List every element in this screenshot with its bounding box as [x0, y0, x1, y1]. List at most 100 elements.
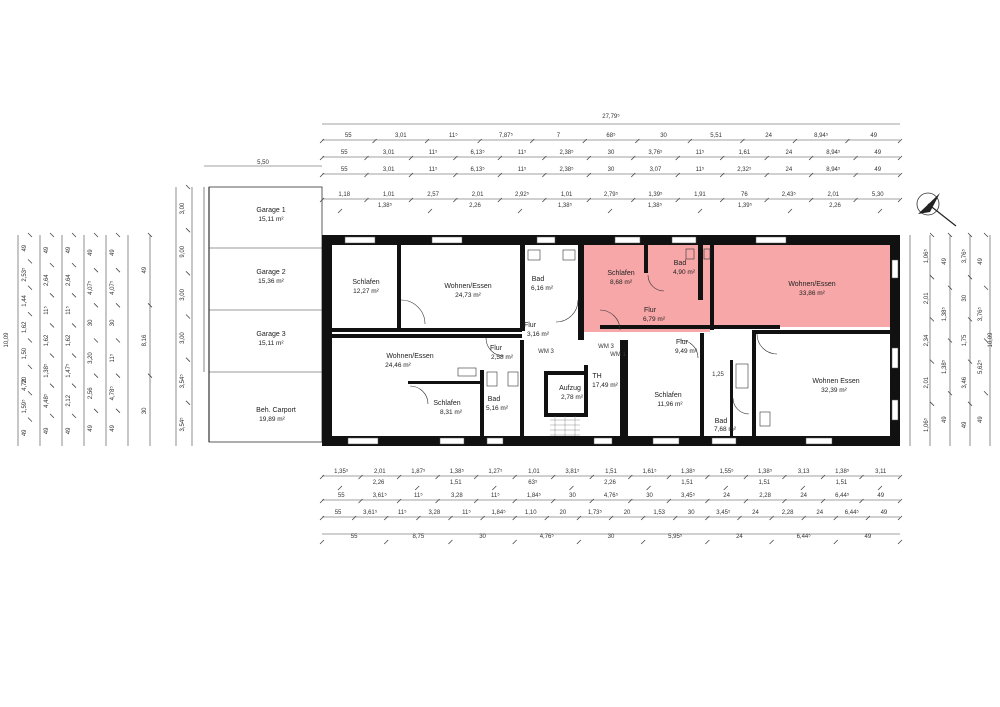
- dimension-tick: [929, 274, 935, 280]
- dimension-tick: [808, 172, 814, 178]
- dimension-value: 3,45⁵: [681, 492, 696, 499]
- dimension-tick: [740, 138, 745, 144]
- dimension-tick: [185, 357, 191, 362]
- dimension-value: 1,38⁵: [758, 468, 773, 475]
- door-swings: [400, 274, 778, 415]
- dimension-value: 27,79⁵: [602, 113, 620, 120]
- dimension-value: 24: [786, 167, 793, 173]
- dimension-value: 2,28: [782, 510, 794, 516]
- dimension-value: 11⁵: [414, 492, 423, 499]
- dimension-value: 30: [608, 534, 615, 540]
- dimension-tick: [853, 197, 858, 203]
- dimension-tick: [147, 303, 153, 308]
- dimension-tick: [967, 232, 973, 238]
- room-area: 12,27 m²: [353, 288, 379, 295]
- dimension-value: 1,87⁵: [411, 468, 426, 475]
- dimension-tick: [453, 172, 458, 178]
- room-name: Bad: [715, 418, 728, 425]
- room-labels: Schlafen 12,27 m² Wohnen/Essen 24,73 m² …: [256, 207, 860, 433]
- dimension-tick: [672, 515, 678, 521]
- dimension-value: 2,64: [44, 274, 50, 286]
- dimension-tick: [477, 138, 482, 144]
- dimension-value: 20: [559, 510, 566, 516]
- dimension-tick: [49, 262, 55, 268]
- dimension-value: 1,38⁵: [558, 202, 573, 209]
- room-name: Schlafen: [654, 392, 681, 399]
- dimension-tick: [737, 515, 742, 521]
- dimension-tick: [185, 184, 191, 190]
- dimension-tick: [705, 474, 710, 480]
- room-name: Flur: [524, 322, 537, 329]
- room-area: 32,39 m²: [821, 387, 847, 394]
- dimension-tick: [764, 172, 769, 178]
- dimension-tick: [947, 232, 953, 238]
- room-area: 15,11 m²: [258, 216, 284, 223]
- north-arrow-icon: [916, 192, 957, 227]
- dimension-tick: [947, 338, 953, 343]
- dimension-tick: [808, 155, 814, 161]
- dimension-tick: [589, 498, 595, 504]
- dimension-tick: [319, 172, 325, 178]
- dimension-tick: [705, 498, 710, 504]
- dimension-tick: [967, 359, 973, 364]
- dimension-value: 49: [942, 416, 948, 423]
- dimension-value: 11⁵: [696, 166, 705, 173]
- dimension-tick: [115, 232, 121, 238]
- dimension-value: 24: [723, 493, 730, 499]
- dimension-value: 4,76⁵: [540, 533, 555, 540]
- room-area: 6,79 m²: [643, 316, 666, 323]
- dimension-value: 49: [978, 257, 984, 264]
- dimension-value: 11⁵: [65, 305, 72, 314]
- dimension-tick: [497, 172, 503, 178]
- dimension-tick: [897, 138, 903, 144]
- dimension-tick: [93, 303, 99, 308]
- dimension-value: 49: [44, 246, 50, 253]
- dimension-value: 3,76⁵: [648, 149, 663, 156]
- room-area: 9,49 m²: [675, 348, 698, 355]
- dimension-value: 11⁵: [43, 305, 50, 314]
- dimension-value: 1,35⁵: [334, 468, 349, 475]
- dimension-tick: [666, 474, 672, 480]
- dimension-value: 11⁵: [109, 353, 116, 362]
- dimension-value: 11⁵: [518, 166, 527, 173]
- dimension-value: 1,10: [525, 510, 537, 516]
- dimension-tick: [630, 197, 636, 203]
- dimension-value: 49: [874, 167, 881, 173]
- dimension-tick: [589, 474, 595, 480]
- dimension-value: 9,00: [180, 245, 186, 257]
- dimension-tick: [480, 515, 485, 521]
- dimension-value: 3,00: [180, 288, 186, 300]
- dimension-value: 2,34: [924, 334, 930, 346]
- dimension-value: 20: [22, 376, 28, 383]
- dimension-tick: [634, 138, 640, 144]
- dimension-tick: [416, 515, 421, 521]
- dimension-value: 3,11: [875, 469, 887, 475]
- room-name: Schlafen: [607, 270, 634, 277]
- room-name: Schlafen: [433, 400, 460, 407]
- dimension-value: 5,51: [710, 133, 722, 139]
- dimension-tick: [93, 408, 99, 414]
- dimension-tick: [414, 485, 420, 491]
- dimension-value: 2,38⁵: [559, 166, 574, 173]
- dimension-value: 1,38⁵: [648, 202, 663, 209]
- dimension-value: 49: [962, 421, 968, 428]
- dimension-tick: [115, 338, 121, 343]
- dimension-tick: [929, 232, 935, 238]
- dimension-value: 2,26: [829, 203, 841, 209]
- dimension-tick: [782, 474, 787, 480]
- room-area: 15,36 m²: [258, 278, 284, 285]
- room-area: 8,31 m²: [440, 409, 463, 416]
- dimension-tick: [865, 515, 871, 521]
- dimension-tick: [512, 474, 517, 480]
- dimension-tick: [319, 138, 325, 144]
- dimension-tick: [435, 474, 440, 480]
- dimension-tick: [71, 232, 77, 238]
- dimension-value: 2,01: [374, 469, 386, 475]
- dimension-tick: [185, 227, 191, 233]
- dimension-tick: [675, 155, 680, 161]
- dimension-tick: [723, 485, 728, 491]
- dimension-value: 3,01: [383, 167, 395, 173]
- dimension-value: 1,38⁵: [43, 363, 50, 378]
- dimension-value: 49: [978, 416, 984, 423]
